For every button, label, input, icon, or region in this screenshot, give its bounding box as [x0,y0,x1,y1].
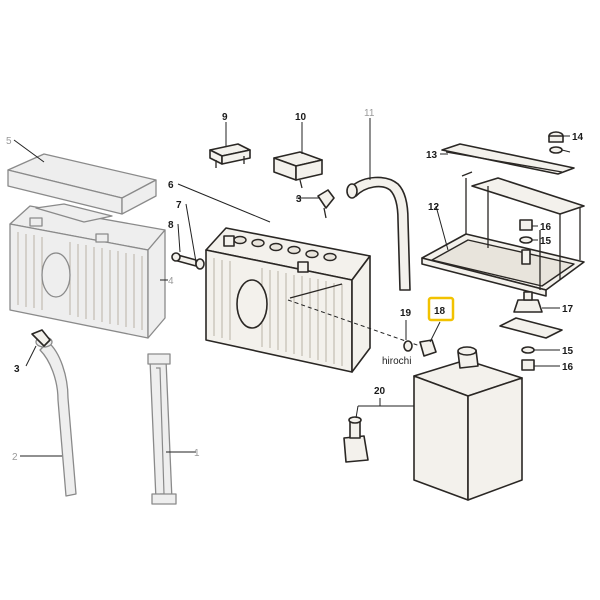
callout-13: 13 [426,150,438,161]
callout-2: 2 [12,452,18,463]
stud-upper [521,249,531,265]
vent-hose-left [35,336,77,497]
mount-plate [499,317,563,339]
washer-19 [403,340,413,352]
callout-labels: 1 2 3 3 4 5 6 7 8 9 10 11 12 13 14 15 15… [6,108,584,463]
tank-cap [343,416,369,463]
callout-9: 9 [222,112,228,123]
water-tank [413,346,523,501]
nut-16-upper [519,219,533,231]
callout-3-left: 3 [14,364,20,375]
callout-5: 5 [6,136,12,147]
nut-14 [548,131,564,143]
callout-11: 11 [364,108,375,119]
washer-15-upper [519,236,533,244]
callout-18-highlight [427,296,455,322]
battery-cell-caps [233,235,337,262]
callout-1: 1 [194,448,200,459]
hose-elbow-left [31,329,51,347]
battery-left [9,203,166,339]
callout-19: 19 [400,308,412,319]
callout-6: 6 [168,180,174,191]
terminal-cover-10 [273,151,323,189]
watermark: hirochi [382,356,411,367]
callout-17: 17 [562,304,574,315]
battery-strap [147,353,177,505]
battery-main [205,227,371,373]
terminal-bolt [171,252,197,267]
leader-lines [13,118,571,457]
tray-top-strap [441,143,575,175]
rubber-mount-17 [513,291,543,313]
callout-15-lower: 15 [562,346,574,357]
battery-tray [421,171,585,297]
terminal-cover-9 [209,143,251,168]
callout-14: 14 [572,132,584,143]
nut-16-lower [521,359,535,371]
callout-12: 12 [428,202,440,213]
washer-14 [549,146,563,154]
hose-elbow-center [317,189,335,219]
drain-plug-18 [419,339,437,357]
callout-7: 7 [176,200,182,211]
vent-hose-center [346,176,411,291]
callout-16-lower: 16 [562,362,574,373]
callout-8: 8 [168,220,174,231]
callout-10: 10 [295,112,307,123]
callout-4: 4 [168,276,174,287]
terminal-washer [195,258,205,270]
battery-cover-left [7,153,157,215]
callout-20: 20 [374,386,386,397]
callout-16-upper: 16 [540,222,552,233]
callout-18: 18 [434,306,446,317]
washer-15-lower [521,346,535,354]
callout-15-upper: 15 [540,236,552,247]
callout-3-center: 3 [296,194,302,205]
